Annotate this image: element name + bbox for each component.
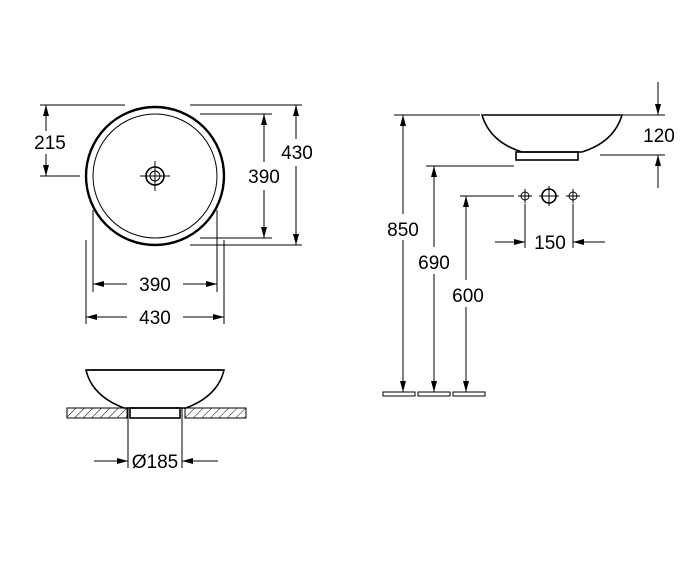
- dim-base-diameter: Ø185: [94, 418, 218, 473]
- dim-inner-depth: 390: [200, 113, 280, 239]
- dim-outlet-height: 690: [418, 165, 514, 392]
- dim-bowl-height-label: 120: [643, 126, 675, 147]
- dim-tap-height-label: 600: [452, 286, 484, 307]
- top-view: 215 430 390: [34, 104, 313, 329]
- dim-outer-depth: 430: [190, 104, 313, 246]
- bowl-foot: [129, 407, 181, 419]
- countertop-left: [66, 407, 128, 419]
- tap-hole-center-icon: [539, 186, 559, 206]
- tap-holes: [518, 186, 580, 206]
- dim-outer-width-label: 430: [139, 308, 171, 329]
- dim-inner-width-label: 390: [139, 275, 171, 296]
- dim-half-depth-label: 215: [34, 133, 66, 154]
- dim-bowl-height: 120: [600, 82, 675, 188]
- dim-outer-depth-label: 430: [281, 143, 313, 164]
- dim-tap-spacing-label: 150: [534, 233, 566, 254]
- side-bowl-foot: [515, 151, 579, 161]
- tap-hole-right-icon: [566, 189, 580, 203]
- drain-icon: [140, 161, 170, 191]
- dim-tap-height: 600: [452, 195, 514, 392]
- dim-base-diameter-label: Ø185: [132, 452, 178, 473]
- bowl-profile: [84, 369, 226, 409]
- dim-inner-depth-label: 390: [248, 167, 280, 188]
- dim-outlet-height-label: 690: [418, 253, 450, 274]
- dim-rim-height-label: 850: [387, 220, 419, 241]
- inner-bowl-circle: [92, 113, 218, 239]
- dim-outer-width: 430: [85, 240, 225, 329]
- side-bowl-profile: [480, 114, 624, 153]
- outer-rim-circle: [84, 105, 226, 247]
- dim-inner-width: 390: [92, 210, 218, 296]
- section-view: Ø185: [66, 369, 247, 473]
- dim-tap-spacing: 150: [495, 204, 605, 254]
- side-view: 120 850 690 600: [382, 82, 675, 397]
- floor-marks: [382, 391, 486, 397]
- dim-half-depth: 215: [34, 104, 125, 177]
- countertop-right: [184, 407, 247, 419]
- tap-hole-left-icon: [518, 189, 532, 203]
- dim-rim-height: 850: [387, 114, 480, 392]
